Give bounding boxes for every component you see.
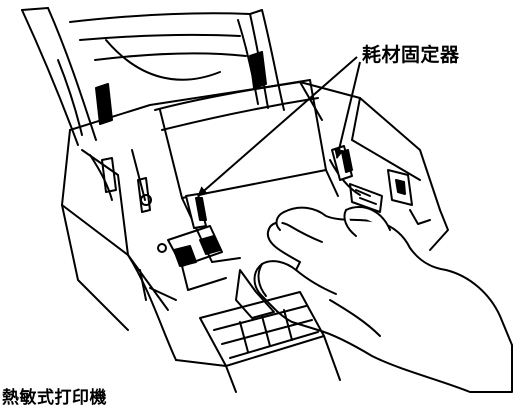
figure-caption: 熱敏式打印機 — [2, 388, 107, 408]
printer-lid — [21, 7, 285, 146]
media-holder-right — [331, 145, 383, 213]
callout-arrow-left — [197, 56, 358, 197]
printer-base — [175, 291, 341, 393]
media-holder-left — [185, 193, 207, 229]
media-holder-label: 耗材固定器 — [362, 44, 460, 66]
callout-arrow-right — [334, 61, 361, 159]
hand — [235, 206, 513, 393]
printer-body — [61, 81, 449, 361]
callout-arrows — [197, 56, 361, 197]
